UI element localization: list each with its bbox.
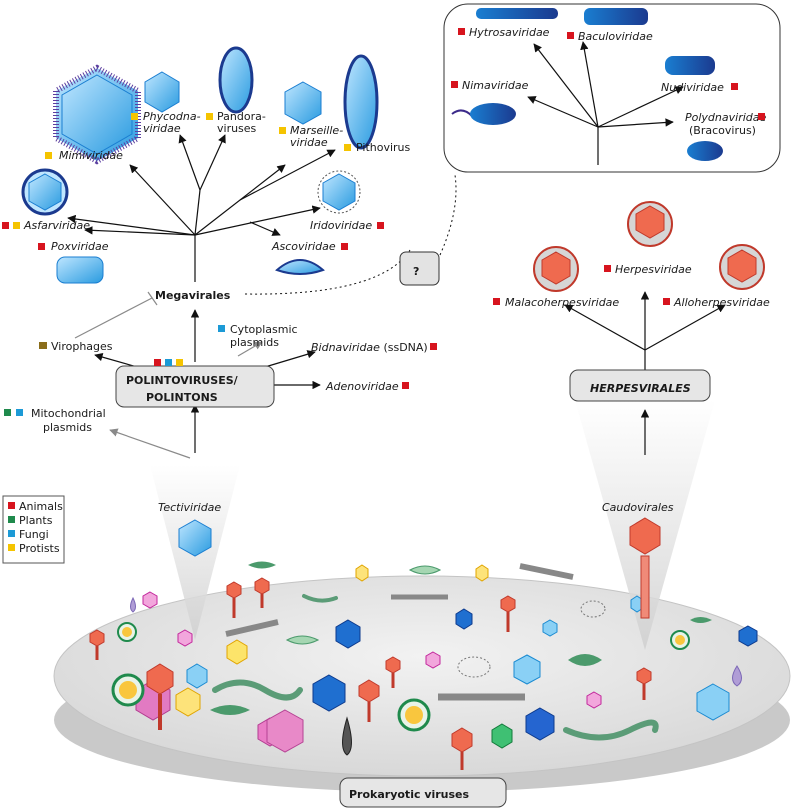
polinto-host-animals: [154, 359, 161, 366]
tectivirus-particle: [178, 519, 212, 557]
host-legend: Animals Plants Fungi Protists: [2, 495, 65, 564]
legend-animals: Animals: [19, 500, 63, 513]
cytoplasmic-host-marker: [218, 325, 225, 332]
disc-virus-shapes: [111, 561, 758, 756]
ascovirus-particle: [275, 259, 325, 275]
cytoplasmic-plasmids-label-2: plasmids: [230, 336, 279, 349]
poxvirus-particle: [56, 256, 104, 284]
herpesviridae-label: Herpesviridae: [615, 263, 692, 276]
question-mark: ?: [413, 265, 419, 278]
megavirales-tree: [67, 134, 336, 282]
polinto-box: POLINTOVIRUSES/ POLINTONS: [115, 365, 275, 408]
megavirales-to-insect-link: [244, 249, 411, 295]
legend-protists: Protists: [19, 542, 60, 555]
polintoviruses-label: POLINTOVIRUSES/: [126, 374, 239, 387]
polinto-host-protists: [176, 359, 183, 366]
polydnaviridae-label-1: Polydnaviridae: [685, 111, 766, 124]
nimaviridae-label: Nimaviridae: [462, 79, 529, 92]
iridovirus-particle: [317, 170, 361, 214]
herpesvirus-particles: [533, 201, 765, 292]
polydnaviridae-label-2: (Bracovirus): [689, 124, 756, 137]
legend-fungi: Fungi: [19, 528, 49, 541]
asfarvirus-particle: [21, 168, 69, 216]
legend-swatch-fungi: [8, 530, 15, 537]
alloherpesviridae-label: Alloherpesviridae: [673, 296, 770, 309]
malacoherpesviridae-label: Malacoherpesviridae: [505, 296, 619, 309]
pithovirus-label: Pithovirus: [356, 141, 411, 154]
polinto-host-fungi: [165, 359, 172, 366]
marseilleviridae-label-2: viridae: [290, 136, 328, 149]
caudovirales-label: Caudovirales: [602, 501, 674, 514]
phycodnavirus-particle: [144, 71, 180, 113]
pandoraviruses-label-2: viruses: [217, 122, 257, 135]
question-box: ?: [399, 251, 440, 286]
legend-plants: Plants: [19, 514, 53, 527]
legend-swatch-protists: [8, 544, 15, 551]
marseillevirus-particle: [284, 81, 322, 125]
adenoviridae-host-marker: [402, 382, 409, 389]
ascoviridae-label: Ascoviridae: [271, 240, 336, 253]
mimiviridae-label: Mimiviridae: [59, 149, 123, 162]
baculoviridae-label: Baculoviridae: [578, 30, 653, 43]
mitochondrial-plasmids-label-1: Mitochondrial: [31, 407, 106, 420]
pithovirus-particle: [343, 54, 379, 150]
pandoravirus-particle: [218, 46, 254, 114]
herpesviridae-host-marker: [604, 265, 611, 272]
phycodnaviridae-label-2: viridae: [143, 122, 181, 135]
herpesvirales-label: HERPESVIRALES: [590, 382, 691, 395]
prokaryotic-viruses-label: Prokaryotic viruses: [349, 788, 470, 801]
herpesvirales-tree: [564, 291, 726, 455]
bidnaviridae-host-marker: [430, 343, 437, 350]
disc-phages: [89, 577, 652, 770]
hytrosaviridae-label: Hytrosaviridae: [469, 26, 550, 39]
pandoraviruses-label-1: Pandora-: [217, 110, 266, 123]
megavirales-labels: Mimiviridae Phycodna- viridae Pandora- v…: [2, 110, 411, 253]
cytoplasmic-plasmids-label-1: Cytoplasmic: [230, 323, 298, 336]
legend-swatch-plants: [8, 516, 15, 523]
insect-viruses-panel: Hytrosaviridae Baculoviridae Nimaviridae…: [443, 3, 781, 173]
poxviridae-label: Poxviridae: [51, 240, 109, 253]
mimivirus-particle: [53, 64, 141, 165]
prokaryotic-label-box: Prokaryotic viruses: [339, 777, 507, 808]
caudovirales-phage: [629, 517, 661, 619]
phycodnaviridae-label-1: Phycodna-: [143, 110, 201, 123]
virophages-label: Virophages: [51, 340, 113, 353]
megavirales-label: Megavirales: [155, 289, 231, 302]
asfarviridae-label: Asfarviridae: [23, 219, 90, 232]
legend-swatch-animals: [8, 502, 15, 509]
question-to-box-link: [439, 174, 457, 256]
mitochondrial-plasmids-label-2: plasmids: [43, 421, 92, 434]
tectiviridae-label: Tectiviridae: [158, 501, 221, 514]
bidnaviridae-label: Bidnaviridae (ssDNA): [311, 341, 428, 354]
polintons-label: POLINTONS: [146, 391, 218, 404]
marseilleviridae-label-1: Marseille-: [290, 124, 343, 137]
malaco-host-marker: [493, 298, 500, 305]
virophages-host-marker: [39, 342, 47, 349]
allo-host-marker: [663, 298, 670, 305]
nudiviridae-label: Nudiviridae: [661, 81, 724, 94]
adenoviridae-label: Adenoviridae: [325, 380, 399, 393]
iridoviridae-label: Iridoviridae: [310, 219, 372, 232]
mito-host-plants: [4, 409, 11, 416]
mito-host-fungi: [16, 409, 23, 416]
herpesvirales-box: HERPESVIRALES: [569, 369, 711, 402]
